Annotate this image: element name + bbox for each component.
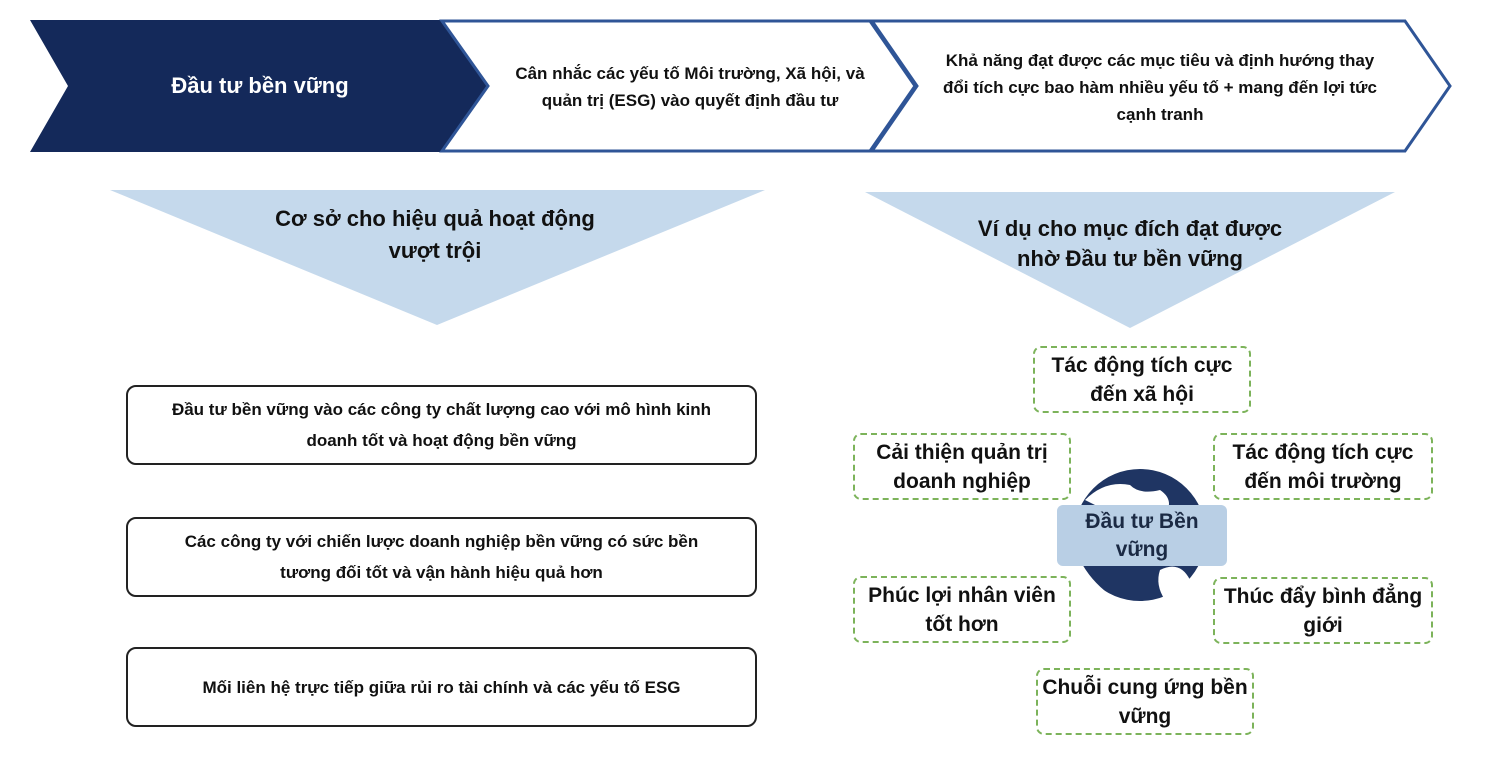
step1-label: Đầu tư bền vững	[171, 73, 349, 98]
goal-governance: Cải thiện quản trị doanh nghiệp	[853, 433, 1071, 500]
chevron-step1	[30, 20, 488, 152]
goal-gender: Thúc đẩy bình đẳng giới	[1213, 577, 1433, 644]
basis-item: Các công ty với chiến lược doanh nghiệp …	[126, 517, 757, 597]
basis-item: Đầu tư bền vững vào các công ty chất lượ…	[126, 385, 757, 465]
goal-employees: Phúc lợi nhân viên tốt hơn	[853, 576, 1071, 643]
step3-label: Khả năng đạt được các mục tiêu và định h…	[943, 50, 1377, 124]
left-triangle	[110, 190, 765, 325]
goal-social: Tác động tích cực đến xã hội	[1033, 346, 1251, 413]
basis-item: Mối liên hệ trực tiếp giữa rủi ro tài ch…	[126, 647, 757, 727]
right-triangle	[865, 192, 1395, 328]
right-section-title: Ví dụ cho mục đích đạt được nhờ Đầu tư b…	[977, 216, 1283, 271]
step2-label: Cân nhắc các yếu tố Môi trường, Xã hội, …	[515, 64, 865, 110]
center-label: Đầu tư Bền vững	[1057, 505, 1227, 566]
goal-environment: Tác động tích cực đến môi trường	[1213, 433, 1433, 500]
chevron-step2	[439, 19, 917, 153]
goal-supply-chain: Chuỗi cung ứng bền vững	[1036, 668, 1254, 735]
left-section-title: Cơ sở cho hiệu quả hoạt động vượt trội	[275, 206, 595, 263]
chevron-step3	[869, 19, 1452, 153]
